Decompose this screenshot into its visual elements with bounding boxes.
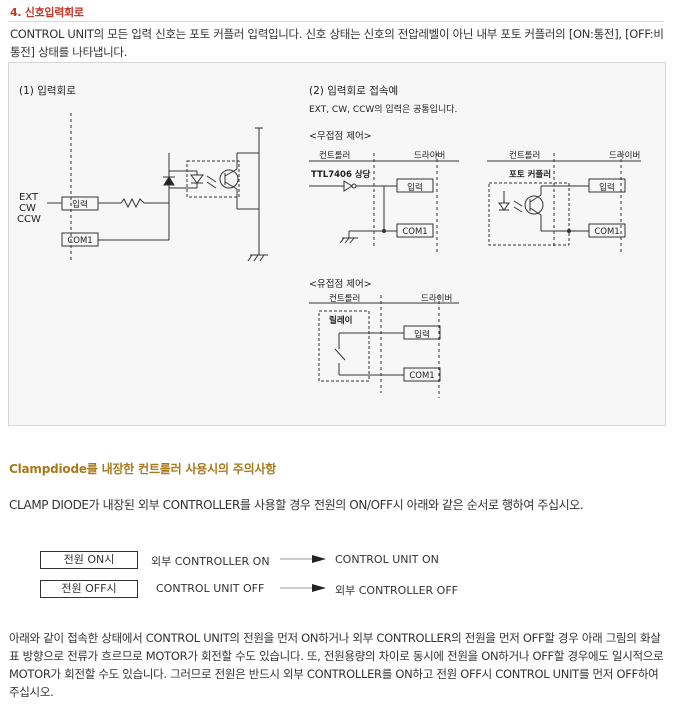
- driver-label-2: 드라이버: [609, 150, 640, 161]
- clamp-diode-warning: CLAMP DIODE가 내장된 외부 CONTROLLER를 사용할 경우 전…: [9, 498, 584, 512]
- arrow-right-icon: [280, 584, 326, 592]
- input-box-label-3: 입력: [599, 182, 615, 193]
- com1-box-label: COM1: [67, 236, 92, 246]
- clamp-diode-heading: Clampdiode를 내장한 컨트롤러 사용시의 주의사항: [9, 462, 277, 476]
- sequence-next-step: CONTROL UNIT ON: [335, 553, 439, 566]
- ccw-label: CCW: [17, 214, 41, 225]
- circuit-title: (1) 입력회로: [19, 84, 76, 97]
- section-title: 4. 신호입력회로: [10, 6, 84, 19]
- power-state-box: 전원 OFF시: [40, 580, 138, 598]
- sequence-next-step: 외부 CONTROLLER OFF: [335, 584, 458, 597]
- com1-box-label-3: COM1: [594, 227, 619, 237]
- com1-box-label-2: COM1: [402, 227, 427, 237]
- arrow-right-icon: [280, 555, 326, 563]
- connection-note: EXT, CW, CCW의 입력은 공통입니다.: [309, 103, 457, 115]
- driver-label-3: 드라이버: [421, 293, 452, 304]
- circuit-diagram: (1) 입력회로 EXT CW CCW 입력 COM1 (2) 입력회로 접속예…: [17, 84, 641, 398]
- input-box-label-2: 입력: [407, 182, 423, 193]
- photo-coupler-label: 포토 커플러: [509, 169, 551, 180]
- connection-title: (2) 입력회로 접속예: [309, 84, 398, 97]
- cw-label: CW: [19, 203, 36, 214]
- input-circuit-figure: (1) 입력회로 EXT CW CCW 입력 COM1 (2) 입력회로 접속예…: [8, 62, 666, 426]
- sequence-first-step: 외부 CONTROLLER ON: [151, 555, 270, 568]
- input-box-label-4: 입력: [414, 329, 430, 340]
- controller-label-1: 컨트롤러: [319, 150, 350, 161]
- controller-label-2: 컨트롤러: [509, 150, 540, 161]
- no-contact-title: <무접점 제어>: [309, 130, 372, 142]
- driver-label-1: 드라이버: [414, 150, 445, 161]
- power-state-box: 전원 ON시: [40, 551, 138, 569]
- ttl-label: TTL7406 상당: [311, 169, 371, 180]
- input-box-label: 입력: [72, 199, 88, 210]
- ext-label: EXT: [19, 192, 39, 203]
- outro-paragraph: 아래와 같이 접속한 상태에서 CONTROL UNIT의 전원을 먼저 ON하…: [9, 631, 664, 699]
- relay-label: 릴레이: [329, 315, 352, 326]
- com1-box-label-4: COM1: [409, 371, 434, 381]
- sequence-first-step: CONTROL UNIT OFF: [156, 582, 265, 595]
- section-divider: [8, 21, 664, 22]
- intro-paragraph: CONTROL UNIT의 모든 입력 신호는 포토 커플러 입력입니다. 신호…: [10, 27, 664, 59]
- contact-title: <유접점 제어>: [309, 278, 372, 290]
- controller-label-3: 컨트롤러: [329, 293, 360, 304]
